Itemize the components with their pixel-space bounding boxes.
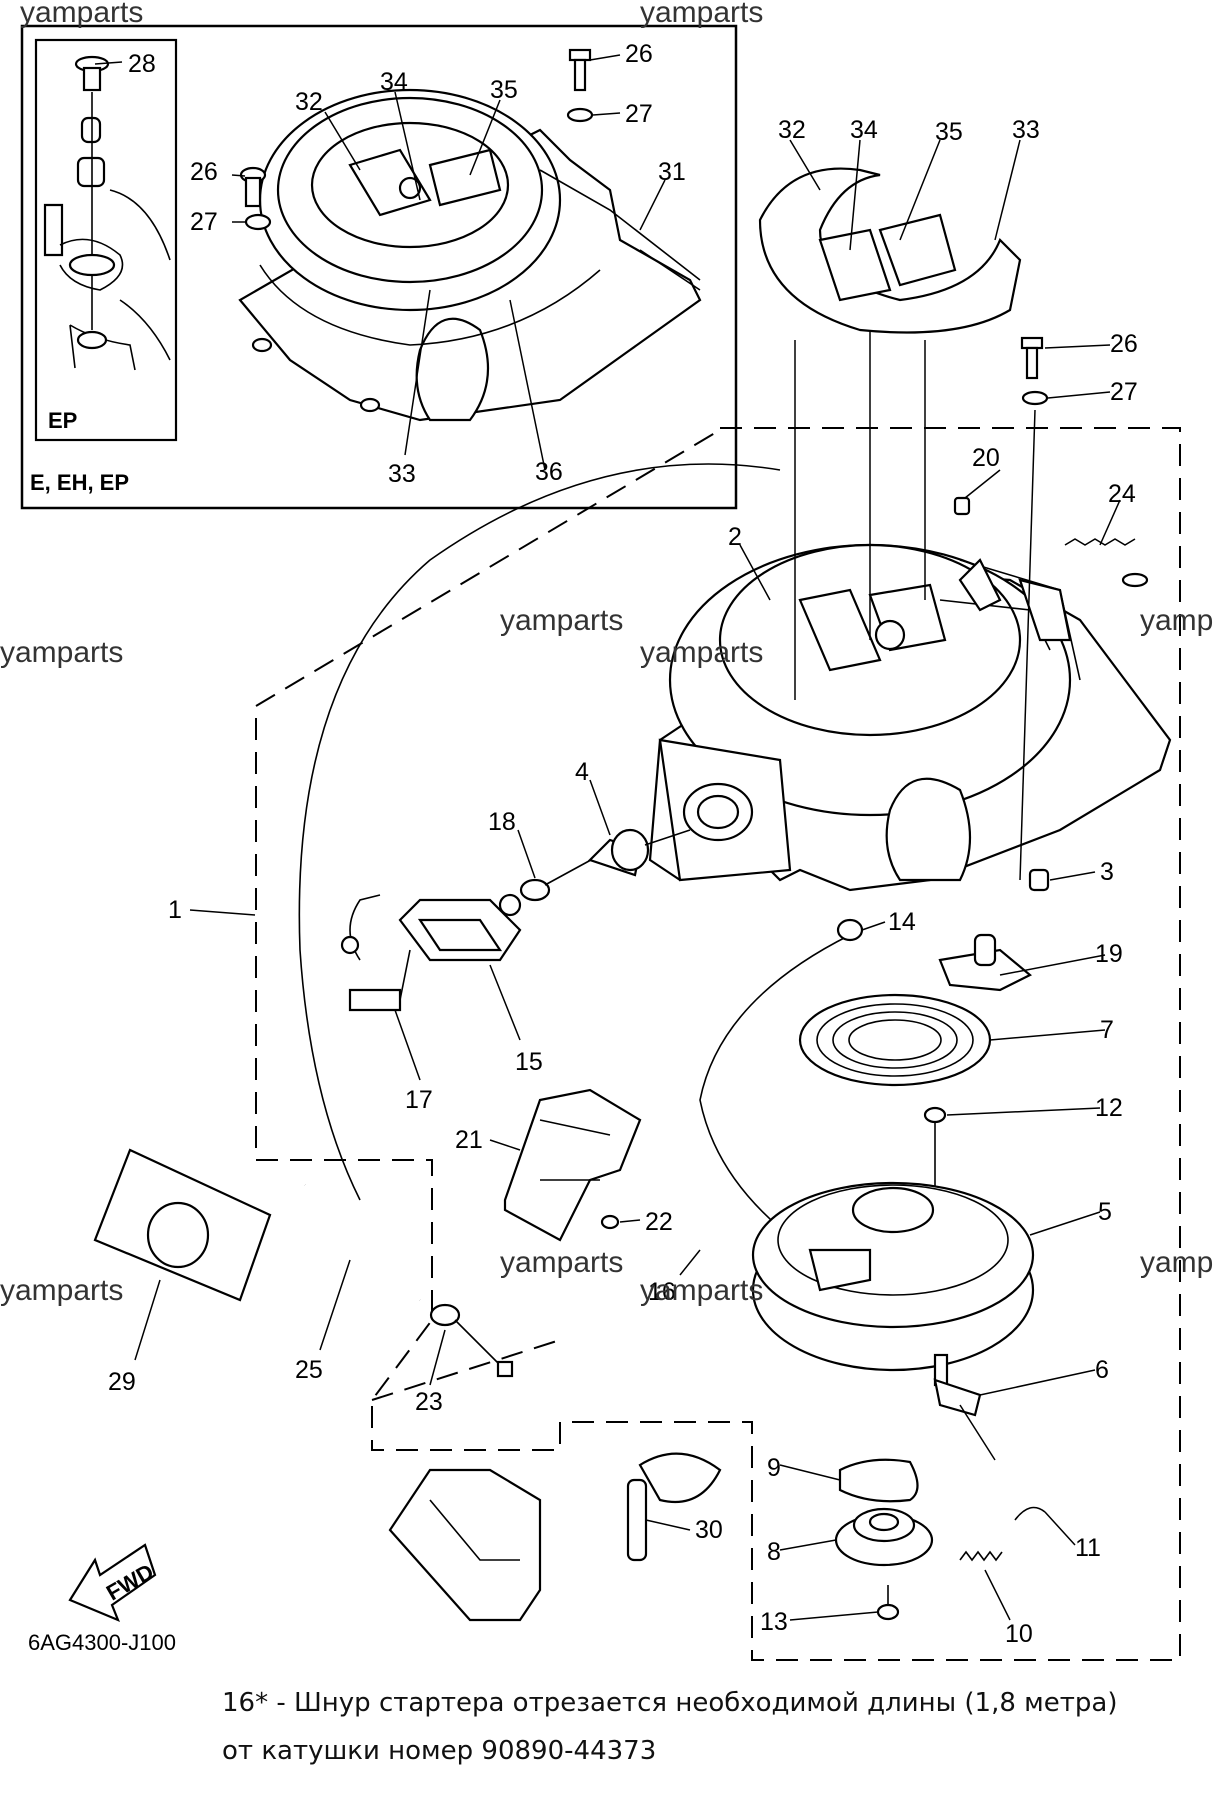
- bolt-13: [876, 1585, 900, 1621]
- label-25: 25: [295, 1356, 323, 1384]
- lever-6: [933, 1353, 982, 1417]
- label-7: 7: [1100, 1016, 1114, 1044]
- label-9: 9: [767, 1454, 781, 1482]
- label-23: 23: [415, 1388, 443, 1416]
- sheave-drum-5: [751, 1181, 1035, 1372]
- label-29: 29: [108, 1368, 136, 1396]
- label-33-inset: 33: [388, 460, 416, 488]
- label-28: 28: [128, 50, 156, 78]
- cable-25: [302, 1183, 514, 1378]
- spiral-spring-7: [798, 993, 992, 1087]
- label-12: 12: [1095, 1094, 1123, 1122]
- label-33: 33: [1012, 116, 1040, 144]
- label-21: 21: [455, 1126, 483, 1154]
- label-2: 2: [728, 523, 742, 551]
- lower-bracket: [371, 1339, 561, 1622]
- inset-box: E, EH, EP EP: [20, 24, 738, 510]
- leader-lines: [94, 54, 1121, 1621]
- inset-starter-cover: [238, 88, 702, 422]
- fwd-arrow-icon: FWD: [68, 1543, 158, 1623]
- label-15: 15: [515, 1048, 543, 1076]
- label-34-inset: 34: [380, 68, 408, 96]
- label-5: 5: [1098, 1198, 1112, 1226]
- watermark: yamparts: [1140, 1246, 1214, 1279]
- label-35-inset: 35: [490, 76, 518, 104]
- label-11: 11: [1075, 1534, 1101, 1562]
- label-24: 24: [1108, 480, 1136, 508]
- label-18: 18: [488, 808, 516, 836]
- label-30: 30: [695, 1516, 723, 1544]
- footnote-line-2: от катушки номер 90890-44373: [222, 1736, 657, 1766]
- spring-10: [959, 1550, 1003, 1562]
- inset-bolt-top: [239, 48, 594, 231]
- hose-30: [626, 1452, 722, 1562]
- collar-3: [1028, 868, 1050, 892]
- label-16: 16: [648, 1278, 676, 1306]
- label-22: 22: [645, 1208, 673, 1236]
- spring-11: [1014, 1506, 1046, 1521]
- label-8: 8: [767, 1538, 781, 1566]
- label-4: 4: [575, 758, 589, 786]
- pull-handle: [340, 828, 691, 1012]
- label-27: 27: [1110, 378, 1138, 406]
- gasket-29: [93, 1148, 272, 1302]
- watermark: yamparts: [20, 0, 143, 29]
- label-26-inset-left: 26: [190, 158, 218, 186]
- label-13: 13: [760, 1608, 788, 1636]
- watermark: yamparts: [500, 604, 623, 637]
- bolt-26-main: [1020, 336, 1049, 406]
- watermark: yamparts: [0, 1274, 123, 1307]
- label-27-inset-top: 27: [625, 100, 653, 128]
- inset-label-inner: EP: [48, 408, 77, 433]
- diagram-code: 6AG4300-J100: [28, 1630, 176, 1655]
- watermark: yamparts: [500, 1246, 623, 1279]
- bolt-12: [923, 1106, 947, 1195]
- label-19: 19: [1095, 940, 1123, 968]
- label-35: 35: [935, 118, 963, 146]
- spring-24: [1064, 538, 1149, 588]
- decal-set: [758, 167, 1022, 334]
- label-32: 32: [778, 116, 806, 144]
- label-31: 31: [658, 158, 686, 186]
- label-10: 10: [1005, 1620, 1033, 1648]
- inset-label-outer: E, EH, EP: [30, 470, 129, 495]
- label-3: 3: [1100, 858, 1114, 886]
- pawl-19: [938, 933, 1032, 992]
- label-17: 17: [405, 1086, 433, 1114]
- part-number-labels: 28 26 27 26 27 32 34 35 31 33 36 32 34 3…: [108, 40, 1138, 1648]
- footnote-line-1: 16* - Шнур стартера отрезается необходим…: [222, 1688, 1118, 1718]
- watermarks: yamparts yamparts yamparts yamparts yamp…: [0, 0, 1214, 1307]
- label-14: 14: [888, 908, 916, 936]
- label-36: 36: [535, 458, 563, 486]
- watermark: yamparts: [640, 0, 763, 29]
- drive-plate-8: [834, 1507, 934, 1567]
- watermark: yamparts: [0, 636, 123, 669]
- label-27-inset-left: 27: [190, 208, 218, 236]
- label-6: 6: [1095, 1356, 1109, 1384]
- label-20: 20: [972, 444, 1000, 472]
- starter-case: [648, 543, 1172, 892]
- bracket-21: [503, 1088, 642, 1242]
- watermark: yamparts: [1140, 604, 1214, 637]
- label-26-inset-top: 26: [625, 40, 653, 68]
- plate-20: [953, 496, 971, 516]
- label-34: 34: [850, 116, 878, 144]
- plate-9: [838, 1458, 919, 1503]
- label-26: 26: [1110, 330, 1138, 358]
- ep-bolt-assembly: [43, 55, 171, 371]
- watermark: yamparts: [640, 1274, 763, 1307]
- assembly-outline: [255, 427, 1181, 1661]
- label-32-inset: 32: [295, 88, 323, 116]
- watermark: yamparts: [640, 636, 763, 669]
- label-1: 1: [168, 896, 182, 924]
